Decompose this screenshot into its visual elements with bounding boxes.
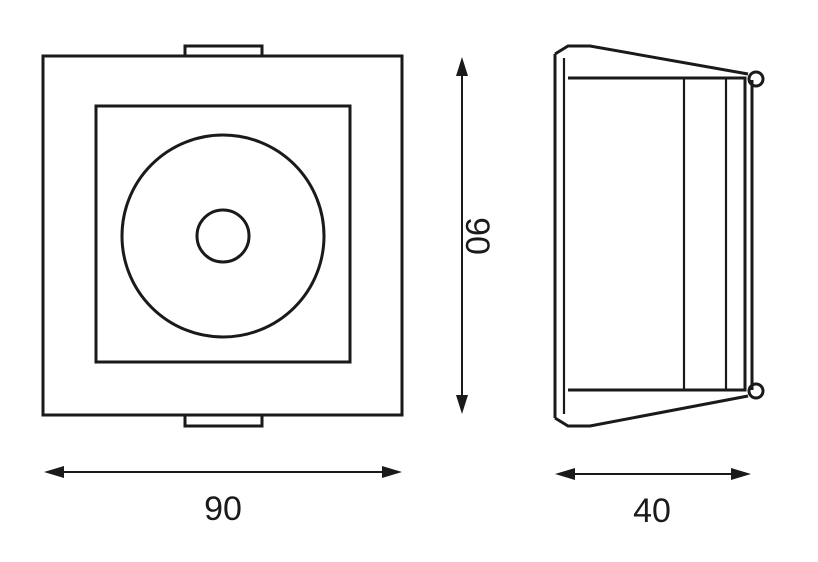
height-arrow-bottom	[456, 395, 468, 414]
height-label: 90	[458, 217, 496, 255]
top-clip	[183, 44, 264, 56]
center-circle	[195, 208, 251, 264]
side-body	[568, 76, 747, 392]
depth-dimension: 40	[555, 468, 751, 530]
depth-arrow-right	[731, 468, 751, 480]
front-view	[41, 44, 404, 428]
depth-label: 40	[633, 492, 671, 530]
height-arrow-top	[456, 57, 468, 76]
spring-pivot-bottom	[747, 382, 765, 400]
bottom-clip	[183, 415, 264, 428]
lens-circle	[120, 133, 326, 339]
spring-pivot-top	[747, 70, 765, 88]
side-flange-top	[554, 44, 749, 76]
width-dimension: 90	[44, 466, 402, 528]
height-dimension: 90	[456, 57, 496, 414]
inner-square	[94, 104, 352, 364]
outer-frame	[41, 54, 404, 417]
side-flange-bottom	[554, 394, 749, 428]
width-label: 90	[204, 490, 242, 528]
width-arrow-left	[44, 466, 64, 478]
depth-arrow-left	[555, 468, 575, 480]
width-arrow-right	[382, 466, 402, 478]
side-view	[553, 44, 765, 428]
